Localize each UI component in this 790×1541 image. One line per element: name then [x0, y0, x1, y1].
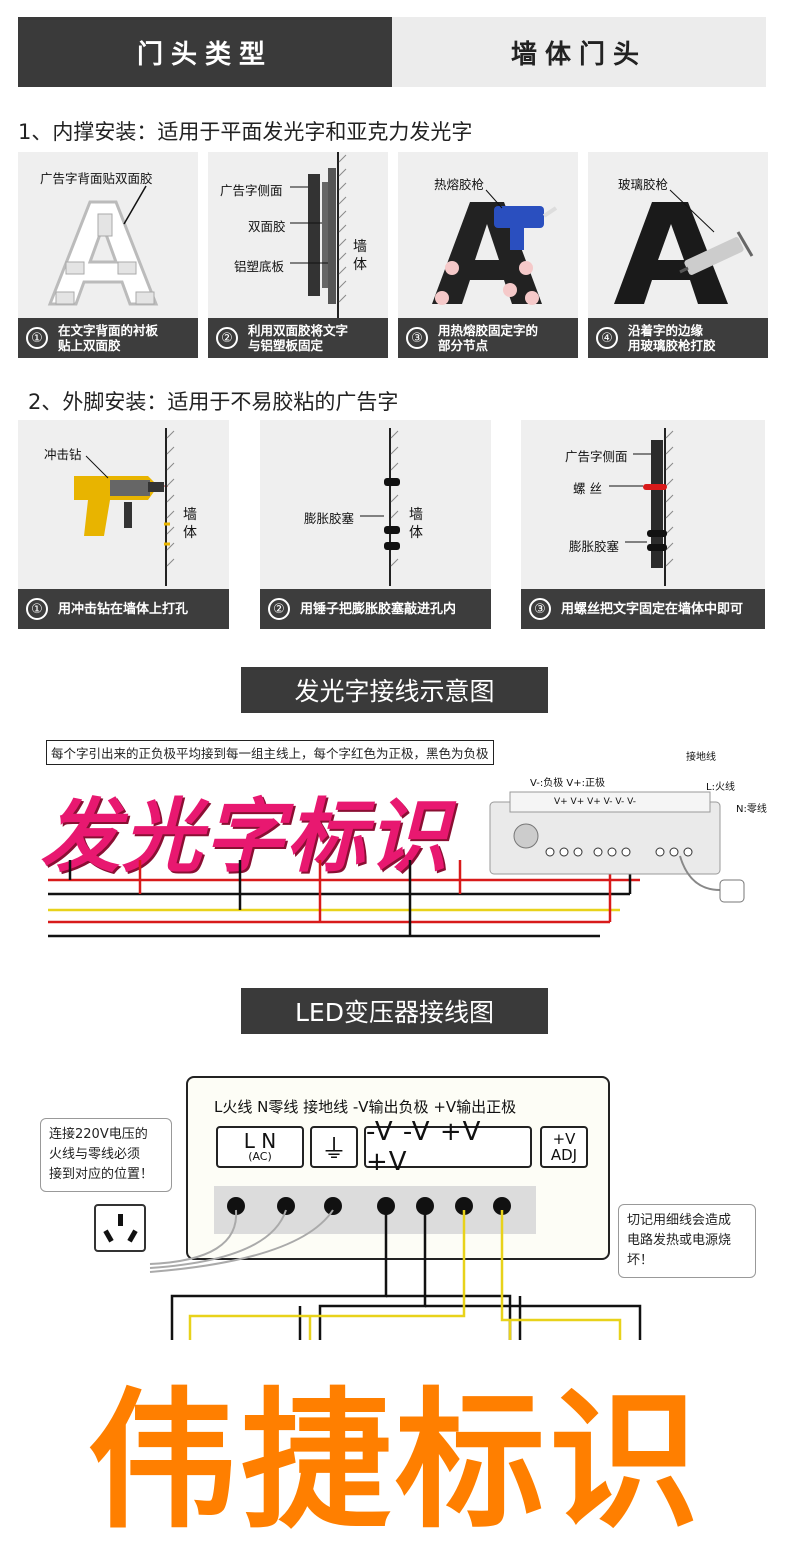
caption-inner-4: ④ 沿着字的边缘 用玻璃胶枪打胶 [588, 318, 768, 358]
ground-icon: ⏚ [320, 1134, 347, 1165]
caption-text: 用冲击钻在墙体上打孔 [58, 601, 189, 617]
callout-voltage-warning: 连接220V电压的 火线与零线必须 接到对应的位置！ [40, 1118, 172, 1192]
screw-illustration [609, 428, 674, 586]
caption-inner-1: ① 在文字背面的衬板 贴上双面胶 [18, 318, 198, 358]
wiring-banner: 发光字接线示意图 [241, 667, 548, 713]
caption-text: 用螺丝把文字固定在墙体中即可 [561, 601, 744, 617]
label-impact-drill: 冲击钻 [44, 447, 82, 462]
section2-title: 2、外脚安装：适用于不易胶粘的广告字 [28, 390, 399, 414]
transformer-wiring [149, 1197, 642, 1340]
label-expansion-plug: 膨胀胶塞 [304, 511, 355, 526]
label-aluminum-board: 铝塑底板 [234, 259, 285, 274]
callout-thin-wire-warning: 切记用细线会造成 电路发热或电源烧 坏！ [618, 1204, 756, 1278]
label-ground-wire: 接地线 [686, 752, 716, 763]
label-double-tape: 双面胶 [248, 219, 286, 234]
power-outlet-icon [94, 1204, 146, 1252]
caption-text: 沿着字的边缘 用玻璃胶枪打胶 [628, 323, 716, 353]
transformer-banner: LED变压器接线图 [241, 988, 548, 1034]
drill-illustration [74, 428, 175, 586]
section1-title: 1、内撑安装：适用于平面发光字和亚克力发光字 [18, 120, 473, 144]
caption-inner-2: ② 利用双面胶将文字 与铝塑板固定 [208, 318, 388, 358]
label-screw: 螺 丝 [573, 481, 602, 496]
label-live-wire: L:火线 [706, 782, 735, 793]
tab-sign-type[interactable]: 门头类型 [18, 17, 392, 87]
terminal-ac-label: (AC) [248, 1150, 272, 1163]
wiring-diagram [48, 791, 745, 938]
header-tabs: 门头类型 墙体门头 [18, 17, 766, 87]
plug-illustration [360, 428, 400, 586]
step-number: ② [268, 598, 290, 620]
step-number: ③ [529, 598, 551, 620]
card-inner-1: 广告字背面贴双面胶 ① 在文字背面的衬板 贴上双面胶 [18, 152, 198, 358]
step-number: ④ [596, 327, 618, 349]
terminal-ln: L N (AC) [216, 1126, 304, 1168]
label-backside-tape: 广告字背面贴双面胶 [40, 171, 153, 186]
label-sign-side: 广告字侧面 [220, 183, 283, 198]
card-outer-2: 膨胀胶塞 墙 体 ② 用锤子把膨胀胶塞敲进孔内 [260, 420, 491, 629]
label-wall: 墙 体 [183, 507, 197, 541]
terminal-outputs: -V -V +V +V [364, 1117, 532, 1177]
letter-a-illustration [47, 185, 159, 306]
card-inner-2: 广告字侧面 双面胶 铝塑底板 墙 体 ② 利用双面胶将文字 与铝塑板固定 [208, 152, 388, 358]
card-outer-3: 广告字侧面 螺 丝 膨胀胶塞 ③ 用螺丝把文字固定在墙体中即可 [521, 420, 765, 629]
caption-outer-1: ① 用冲击钻在墙体上打孔 [18, 589, 229, 629]
label-hot-glue-gun: 热熔胶枪 [434, 177, 485, 192]
glowing-sign-text: 发光字标识 [40, 790, 450, 883]
terminal-adj-label: ADJ [550, 1146, 578, 1164]
caption-inner-3: ③ 用热熔胶固定字的 部分节点 [398, 318, 578, 358]
label-neutral-wire: N:零线 [736, 804, 767, 815]
wall-mount-illustration [290, 152, 347, 318]
card-inner-3: 热熔胶枪 ③ 用热熔胶固定字的 部分节点 [398, 152, 578, 358]
caption-outer-2: ② 用锤子把膨胀胶塞敲进孔内 [260, 589, 491, 629]
terminal-adj-plus: +V [552, 1130, 576, 1148]
label-polarity: V-:负极 V+:正极 [530, 778, 605, 789]
step-number: ③ [406, 327, 428, 349]
brand-name: 伟捷标识 [86, 1375, 703, 1541]
card-outer-1: 冲击钻 墙 体 ① 用冲击钻在墙体上打孔 [18, 420, 229, 629]
transformer-box: L火线 N零线 接地线 -V输出负极 +V输出正极 L N (AC) ⏚ -V … [186, 1076, 610, 1260]
caption-text: 用热熔胶固定字的 部分节点 [438, 323, 539, 353]
wiring-note: 每个字引出来的正负极平均接到每一组主线上，每个字红色为正极，黑色为负极 [46, 740, 494, 765]
card-inner-4: 玻璃胶枪 ④ 沿着字的边缘 用玻璃胶枪打胶 [588, 152, 768, 358]
glass-glue-illustration [614, 189, 754, 304]
terminal-strip [214, 1186, 536, 1234]
step-number: ① [26, 598, 48, 620]
tab-wall-sign[interactable]: 墙体门头 [392, 17, 766, 87]
label-expansion-plug: 膨胀胶塞 [569, 539, 620, 554]
label-sign-side: 广告字侧面 [565, 449, 628, 464]
label-wall: 墙 体 [353, 239, 367, 273]
caption-text: 利用双面胶将文字 与铝塑板固定 [248, 323, 349, 353]
terminal-ln-label: L N [243, 1129, 277, 1153]
caption-text: 用锤子把膨胀胶塞敲进孔内 [300, 601, 457, 617]
label-psu-terminals: V+ V+ V+ V- V- V- [554, 797, 637, 807]
caption-text: 在文字背面的衬板 贴上双面胶 [58, 323, 159, 353]
terminal-adj: +V ADJ [540, 1126, 588, 1168]
step-number: ① [26, 327, 48, 349]
label-glass-glue-gun: 玻璃胶枪 [618, 177, 669, 192]
step-number: ② [216, 327, 238, 349]
caption-outer-3: ③ 用螺丝把文字固定在墙体中即可 [521, 589, 765, 629]
label-wall: 墙 体 [409, 507, 423, 541]
terminal-header: L火线 N零线 接地线 -V输出负极 +V输出正极 [214, 1098, 517, 1116]
terminal-ground: ⏚ [310, 1126, 358, 1168]
hot-glue-illustration [432, 189, 558, 305]
